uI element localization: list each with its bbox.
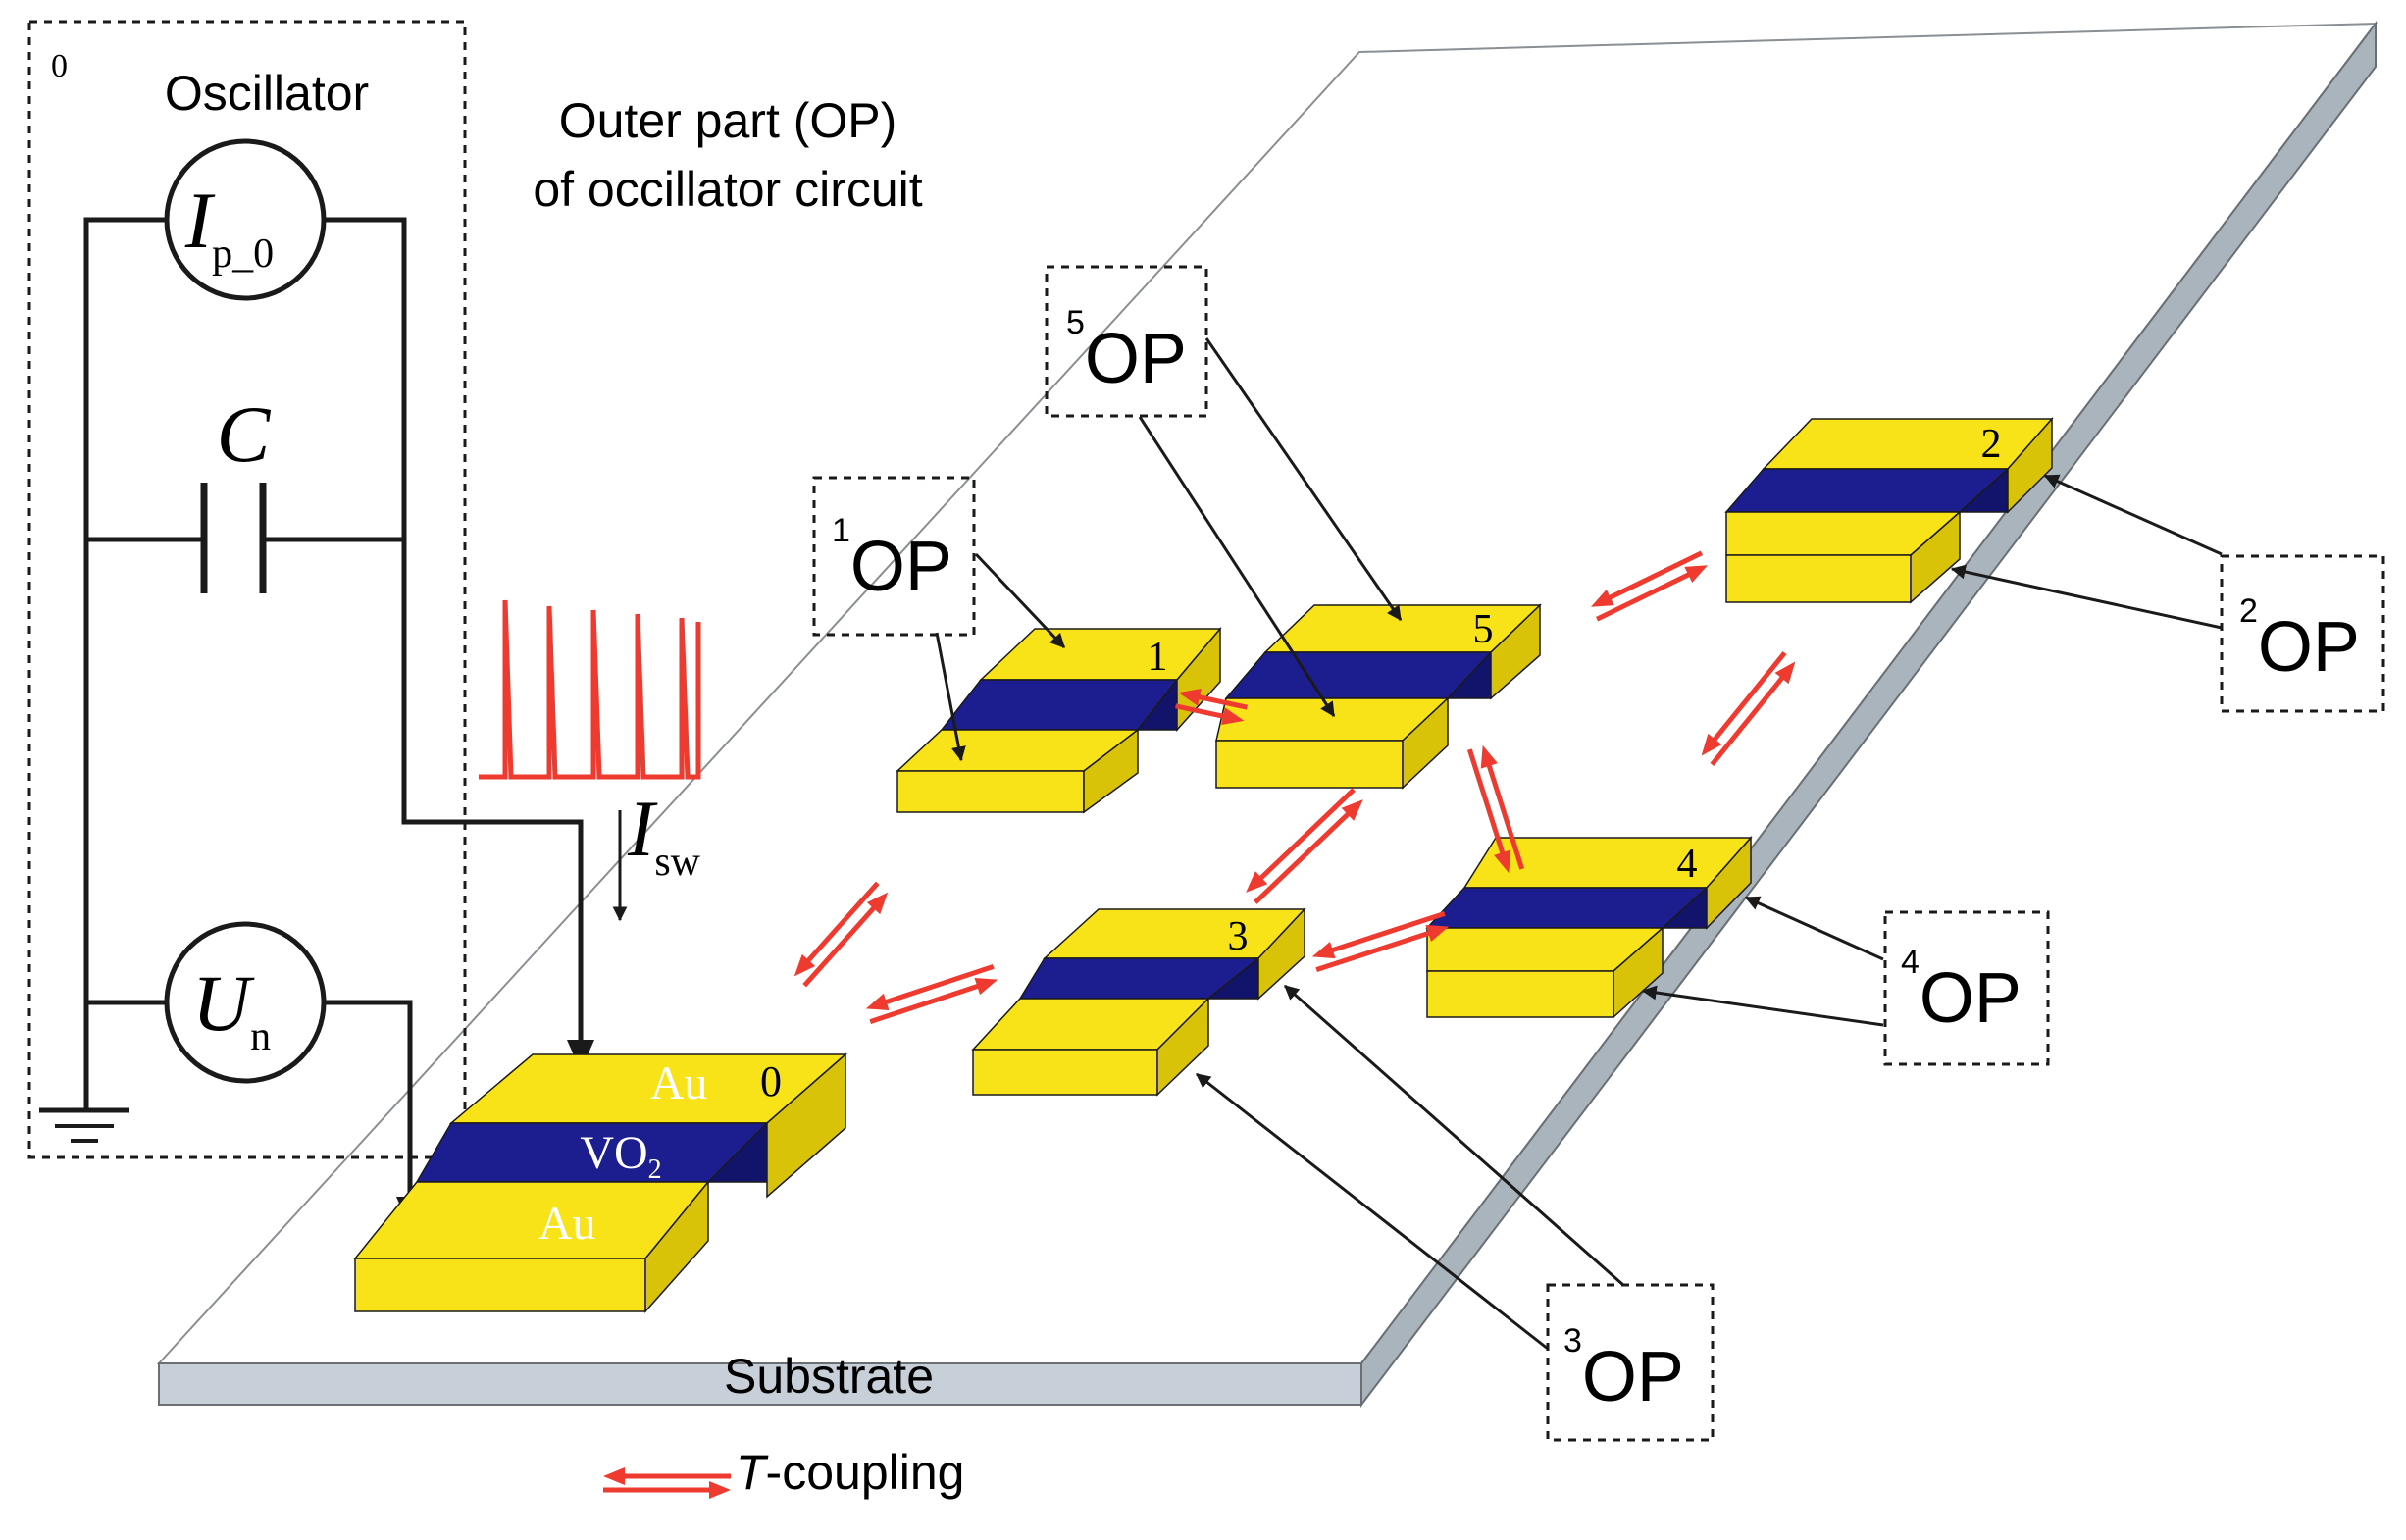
svg-text:3OP: 3OP [1563,1322,1684,1416]
oscillator-title: Oscillator [165,66,369,121]
t-coupling-arrows [793,550,1796,1025]
voltage-source-symbol [164,921,327,1084]
t-coupling-5-2 [1590,550,1709,622]
t-coupling-5-4 [1466,744,1525,874]
device-3-index: 3 [1228,914,1249,959]
capacitor-symbol [200,483,267,593]
outer-part-label-line2: of occillator circuit [533,162,922,217]
legend: T-coupling [603,1445,964,1500]
device-0-bottom-electrode: Au [538,1198,596,1250]
device-1-index: 1 [1148,635,1168,680]
t-coupling-legend-symbol [603,1467,731,1499]
t-coupling-5-3 [1246,788,1363,904]
svg-text:1OP: 1OP [832,512,952,606]
device-0-top-electrode: Au [650,1057,708,1109]
switching-current-label: Isw [627,784,701,885]
op-pointer-arrows [935,337,2223,1351]
oscillator-box [27,20,467,1159]
svg-text:4OP: 4OP [1901,944,2022,1038]
ground-icon [39,1107,129,1143]
op-box-2: 2OP [2220,554,2385,713]
op-box-3: 3OP [1546,1283,1715,1442]
device-5: 5 [1215,603,1542,790]
outer-part-label-line1: Outer part (OP) [559,93,897,148]
voltage-source-label: Un [192,958,271,1059]
svg-text:5OP: 5OP [1066,304,1187,398]
device-2-index: 2 [1981,422,2002,467]
t-coupling-3-4 [1311,910,1450,973]
legend-label: T-coupling [736,1445,964,1500]
device-5-index: 5 [1473,607,1494,652]
device-1: 1 [896,626,1222,814]
current-source-label: Ip_0 [184,176,274,277]
capacitor-label: C [217,389,272,479]
t-coupling-0-1 [793,881,889,988]
op-box-4: 4OP [1883,910,2050,1066]
substrate-label: Substrate [724,1349,934,1404]
device-4: 4 [1425,836,1753,1019]
t-coupling-1-5 [1175,688,1248,726]
op-box-1: 1OP [812,476,976,637]
t-coupling-2-4 [1701,651,1796,766]
device-3: 3 [971,907,1306,1097]
device-2: 2 [1724,417,2054,604]
t-coupling-legend-arrows [603,1467,731,1499]
oscillator-circuit: 0 Oscillator Ip_0 C Un [27,20,594,1228]
oscillator-index: 0 [51,48,68,84]
device-0: Au 0 VO2 Au [353,1052,847,1313]
op-box-5: 5OP [1045,265,1208,418]
device-4-index: 4 [1677,842,1698,887]
svg-text:2OP: 2OP [2239,592,2360,687]
device-0-channel: VO2 [580,1127,661,1185]
t-coupling-0-3 [865,963,998,1025]
device-0-index: 0 [760,1057,782,1105]
switching-pulse-train [479,599,701,780]
current-source-symbol [164,138,327,301]
